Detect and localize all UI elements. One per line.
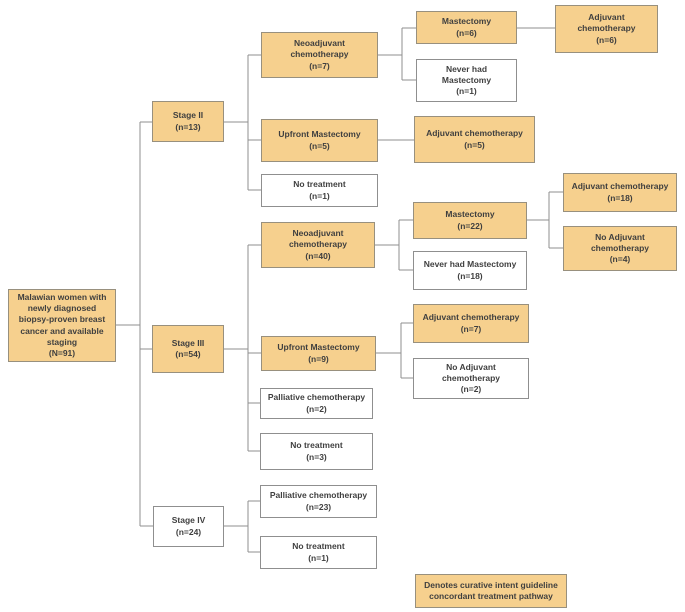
node-label: No treatment <box>292 541 345 552</box>
node-label: Adjuvant chemotherapy <box>422 312 520 323</box>
node-count: (N=91) <box>48 347 76 358</box>
node-adjuvant-chemo-n18: Adjuvant chemotherapy (n=18) <box>563 173 677 212</box>
node-upfront-mastectomy-n5: Upfront Mastectomy (n=5) <box>261 119 378 162</box>
node-adjuvant-chemo-n5: Adjuvant chemotherapy (n=5) <box>414 116 535 163</box>
node-label: Upfront Mastectomy <box>277 342 360 353</box>
node-label: Neoadjuvant chemotherapy <box>288 228 348 250</box>
node-count: (n=1) <box>309 190 330 201</box>
node-label: Mastectomy <box>445 209 495 220</box>
node-label: Palliative chemotherapy <box>267 392 366 403</box>
node-count: (n=5) <box>309 140 330 151</box>
node-no-treatment-n1-stage4: No treatment (n=1) <box>260 536 377 569</box>
node-no-treatment-n1-stage2: No treatment (n=1) <box>261 174 378 207</box>
node-label: Never had Mastectomy <box>423 259 517 270</box>
node-count: (n=6) <box>456 27 477 38</box>
node-never-had-mastectomy-n18: Never had Mastectomy (n=18) <box>413 251 527 290</box>
node-count: (n=3) <box>306 451 327 462</box>
node-count: (n=2) <box>460 384 482 395</box>
node-stage-ii: Stage II (n=13) <box>152 101 224 142</box>
node-mastectomy-n6: Mastectomy (n=6) <box>416 11 517 44</box>
node-label: Mastectomy <box>441 16 492 27</box>
node-neoadjuvant-chemo-n7: Neoadjuvant chemotherapy (n=7) <box>261 32 378 78</box>
node-no-adjuvant-chemo-n2: No Adjuvant chemotherapy (n=2) <box>413 358 529 399</box>
node-no-adjuvant-chemo-n4: No Adjuvant chemotherapy (n=4) <box>563 226 677 271</box>
node-neoadjuvant-chemo-n40: Neoadjuvant chemotherapy (n=40) <box>261 222 375 268</box>
node-label: No Adjuvant chemotherapy <box>441 361 501 383</box>
node-no-treatment-n3: No treatment (n=3) <box>260 433 373 470</box>
node-label: Upfront Mastectomy <box>278 129 361 140</box>
node-upfront-mastectomy-n9: Upfront Mastectomy (n=9) <box>261 336 376 371</box>
node-count: (n=7) <box>460 323 482 334</box>
node-mastectomy-n22: Mastectomy (n=22) <box>413 202 527 239</box>
node-count: (n=7) <box>309 60 330 71</box>
node-count: (n=23) <box>305 501 332 512</box>
node-palliative-chemo-n2: Palliative chemotherapy (n=2) <box>260 388 373 419</box>
node-label: Palliative chemotherapy <box>269 490 368 501</box>
node-label: Adjuvant chemotherapy <box>571 181 669 192</box>
node-adjuvant-chemo-n7: Adjuvant chemotherapy (n=7) <box>413 304 529 343</box>
node-label: Never had Mastectomy <box>441 63 492 85</box>
node-label: Adjuvant chemotherapy <box>426 128 523 139</box>
node-palliative-chemo-n23: Palliative chemotherapy (n=23) <box>260 485 377 518</box>
legend-curative-intent: Denotes curative intent guideline concor… <box>415 574 567 608</box>
node-count: (n=9) <box>308 353 329 364</box>
node-label: Neoadjuvant chemotherapy <box>290 38 349 60</box>
node-count: (n=6) <box>596 34 617 45</box>
node-root-population: Malawian women with newly diagnosed biop… <box>8 289 116 362</box>
node-label: Stage IV <box>171 515 206 526</box>
node-count: (n=1) <box>456 86 477 97</box>
node-adjuvant-chemo-n6: Adjuvant chemotherapy (n=6) <box>555 5 658 53</box>
node-count: (n=40) <box>305 250 331 261</box>
node-count: (n=13) <box>175 121 201 132</box>
node-count: (n=1) <box>308 552 329 563</box>
node-count: (n=18) <box>457 270 483 281</box>
node-count: (n=24) <box>175 526 202 537</box>
node-stage-iii: Stage III (n=54) <box>152 325 224 373</box>
node-label: Adjuvant chemotherapy <box>577 12 636 34</box>
node-never-had-mastectomy-n1: Never had Mastectomy (n=1) <box>416 59 517 102</box>
node-label: Stage III <box>171 337 205 348</box>
node-count: (n=18) <box>607 192 633 203</box>
node-label: No treatment <box>293 179 346 190</box>
node-count: (n=4) <box>609 254 631 265</box>
node-label: Malawian women with newly diagnosed biop… <box>17 292 107 347</box>
node-label: Stage II <box>172 110 204 121</box>
node-count: (n=22) <box>457 220 483 231</box>
legend-label: Denotes curative intent guideline concor… <box>424 579 558 601</box>
node-stage-iv: Stage IV (n=24) <box>153 506 224 547</box>
node-label: No Adjuvant chemotherapy <box>590 231 650 253</box>
node-count: (n=54) <box>175 349 201 359</box>
node-count: (n=5) <box>464 139 485 150</box>
node-count: (n=2) <box>306 403 327 414</box>
node-label: No treatment <box>290 440 343 451</box>
